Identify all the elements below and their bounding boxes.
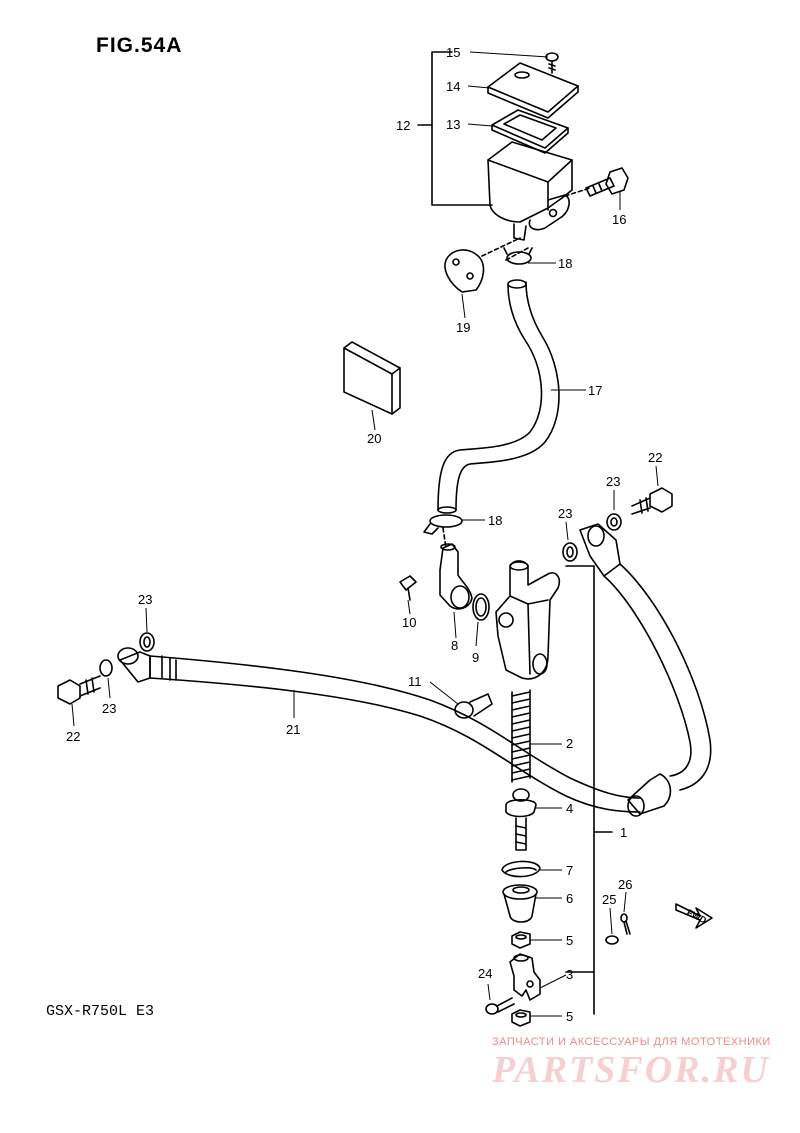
bracket-12 — [431, 51, 493, 206]
part-16-bolt — [585, 167, 629, 197]
callout-24: 24 — [478, 966, 492, 981]
bracket-1 — [565, 565, 595, 1015]
part-22-bolt-right — [631, 487, 673, 515]
part-7-circlip — [501, 860, 541, 878]
part-2-spring — [511, 689, 531, 783]
part-22-bolt-left — [57, 675, 101, 705]
part-18-clip-upper — [503, 247, 533, 265]
part-19-gasket — [444, 249, 485, 293]
fwd-arrow-icon — [675, 903, 713, 929]
part-23-washer-left-b — [139, 632, 155, 652]
part-25-washer — [605, 935, 619, 945]
part-21-hose-left — [117, 647, 641, 813]
watermark-logo: PARTSFOR.RU — [492, 1049, 770, 1091]
part-11-bolt — [454, 693, 493, 719]
callout-12: 12 — [396, 118, 410, 133]
part-14-reservoir-cap — [487, 62, 579, 119]
part-8-inlet-fitting — [439, 543, 473, 610]
callout-5-upper: 5 — [566, 933, 573, 948]
part-4-piston — [505, 788, 537, 851]
part-1-master-cylinder — [495, 560, 561, 680]
part-17-hose — [437, 279, 560, 514]
part-13-diaphragm — [491, 109, 569, 154]
part-6-boot — [502, 884, 538, 923]
callout-17: 17 — [588, 383, 602, 398]
callout-21: 21 — [286, 722, 300, 737]
callout-1: 1 — [620, 825, 627, 840]
callout-22-right: 22 — [648, 450, 662, 465]
callout-10: 10 — [402, 615, 416, 630]
part-12-reservoir — [487, 141, 573, 241]
callout-18-lower: 18 — [488, 513, 502, 528]
callout-8: 8 — [451, 638, 458, 653]
model-code: GSX-R750L E3 — [46, 1003, 155, 1020]
leader-lines — [71, 51, 659, 1017]
part-21-hose-right — [579, 523, 712, 817]
callout-18-upper: 18 — [558, 256, 572, 271]
callout-23-right-a: 23 — [558, 506, 572, 521]
part-5-nut-lower — [511, 1009, 531, 1027]
watermark-tagline: ЗАПЧАСТИ И АКСЕССУАРЫ ДЛЯ МОТОТЕХНИКИ — [492, 1036, 771, 1048]
callout-11: 11 — [408, 674, 422, 689]
callout-3: 3 — [566, 967, 573, 982]
part-18-clip-lower — [423, 514, 463, 535]
callout-6: 6 — [566, 891, 573, 906]
part-3-clevis — [509, 953, 541, 1001]
callout-20: 20 — [367, 431, 381, 446]
figure-title: FIG.54A — [96, 34, 183, 57]
part-5-nut-upper — [511, 931, 531, 949]
part-23-washer-left-a — [99, 659, 113, 677]
part-10-screw — [399, 575, 417, 601]
part-24-pin — [485, 997, 515, 1015]
callout-23-left-a: 23 — [102, 701, 116, 716]
part-9-o-ring — [472, 593, 490, 621]
part-20-pad — [343, 341, 401, 415]
callout-23-right-b: 23 — [606, 474, 620, 489]
callout-13: 13 — [446, 117, 460, 132]
callout-9: 9 — [472, 650, 479, 665]
callout-19: 19 — [456, 320, 470, 335]
callout-26: 26 — [618, 877, 632, 892]
callout-5-lower: 5 — [566, 1009, 573, 1024]
part-23-washer-right-a — [562, 542, 578, 562]
callout-25: 25 — [602, 892, 616, 907]
callout-22-left: 22 — [66, 729, 80, 744]
callout-14: 14 — [446, 79, 460, 94]
part-15-screw — [545, 52, 559, 74]
callout-16: 16 — [612, 212, 626, 227]
callout-2: 2 — [566, 736, 573, 751]
callout-4: 4 — [566, 801, 573, 816]
callout-7: 7 — [566, 863, 573, 878]
callout-23-left-b: 23 — [138, 592, 152, 607]
callout-15: 15 — [446, 45, 460, 60]
part-26-cotter-pin — [620, 913, 631, 935]
part-23-washer-right-b — [606, 513, 622, 531]
